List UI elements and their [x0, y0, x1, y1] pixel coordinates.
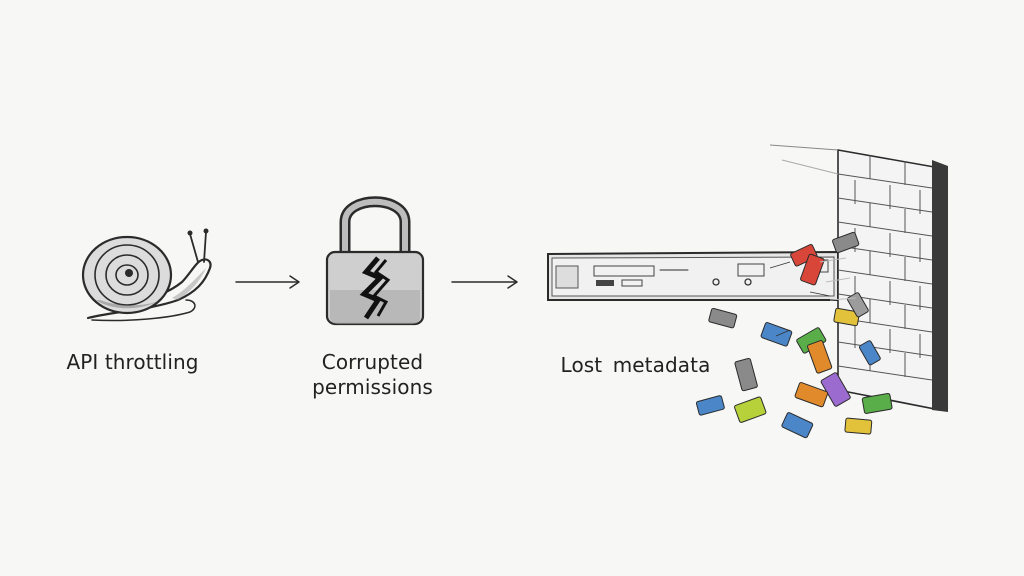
- broken-lock-icon: [325, 196, 425, 326]
- step-label-lost-metadata: Lost metadata: [560, 353, 711, 377]
- step-label-api-throttling: API throttling: [66, 350, 199, 374]
- shredded-tags-icon: [695, 231, 893, 439]
- snail-icon: [81, 228, 212, 322]
- step-label-corrupted-permissions: Corrupted permissions: [312, 350, 433, 399]
- arrow-1-icon: [235, 275, 300, 289]
- sketch-strokes: [819, 257, 857, 301]
- drive-slot-icon: [547, 250, 839, 301]
- arrow-2-icon: [451, 275, 518, 289]
